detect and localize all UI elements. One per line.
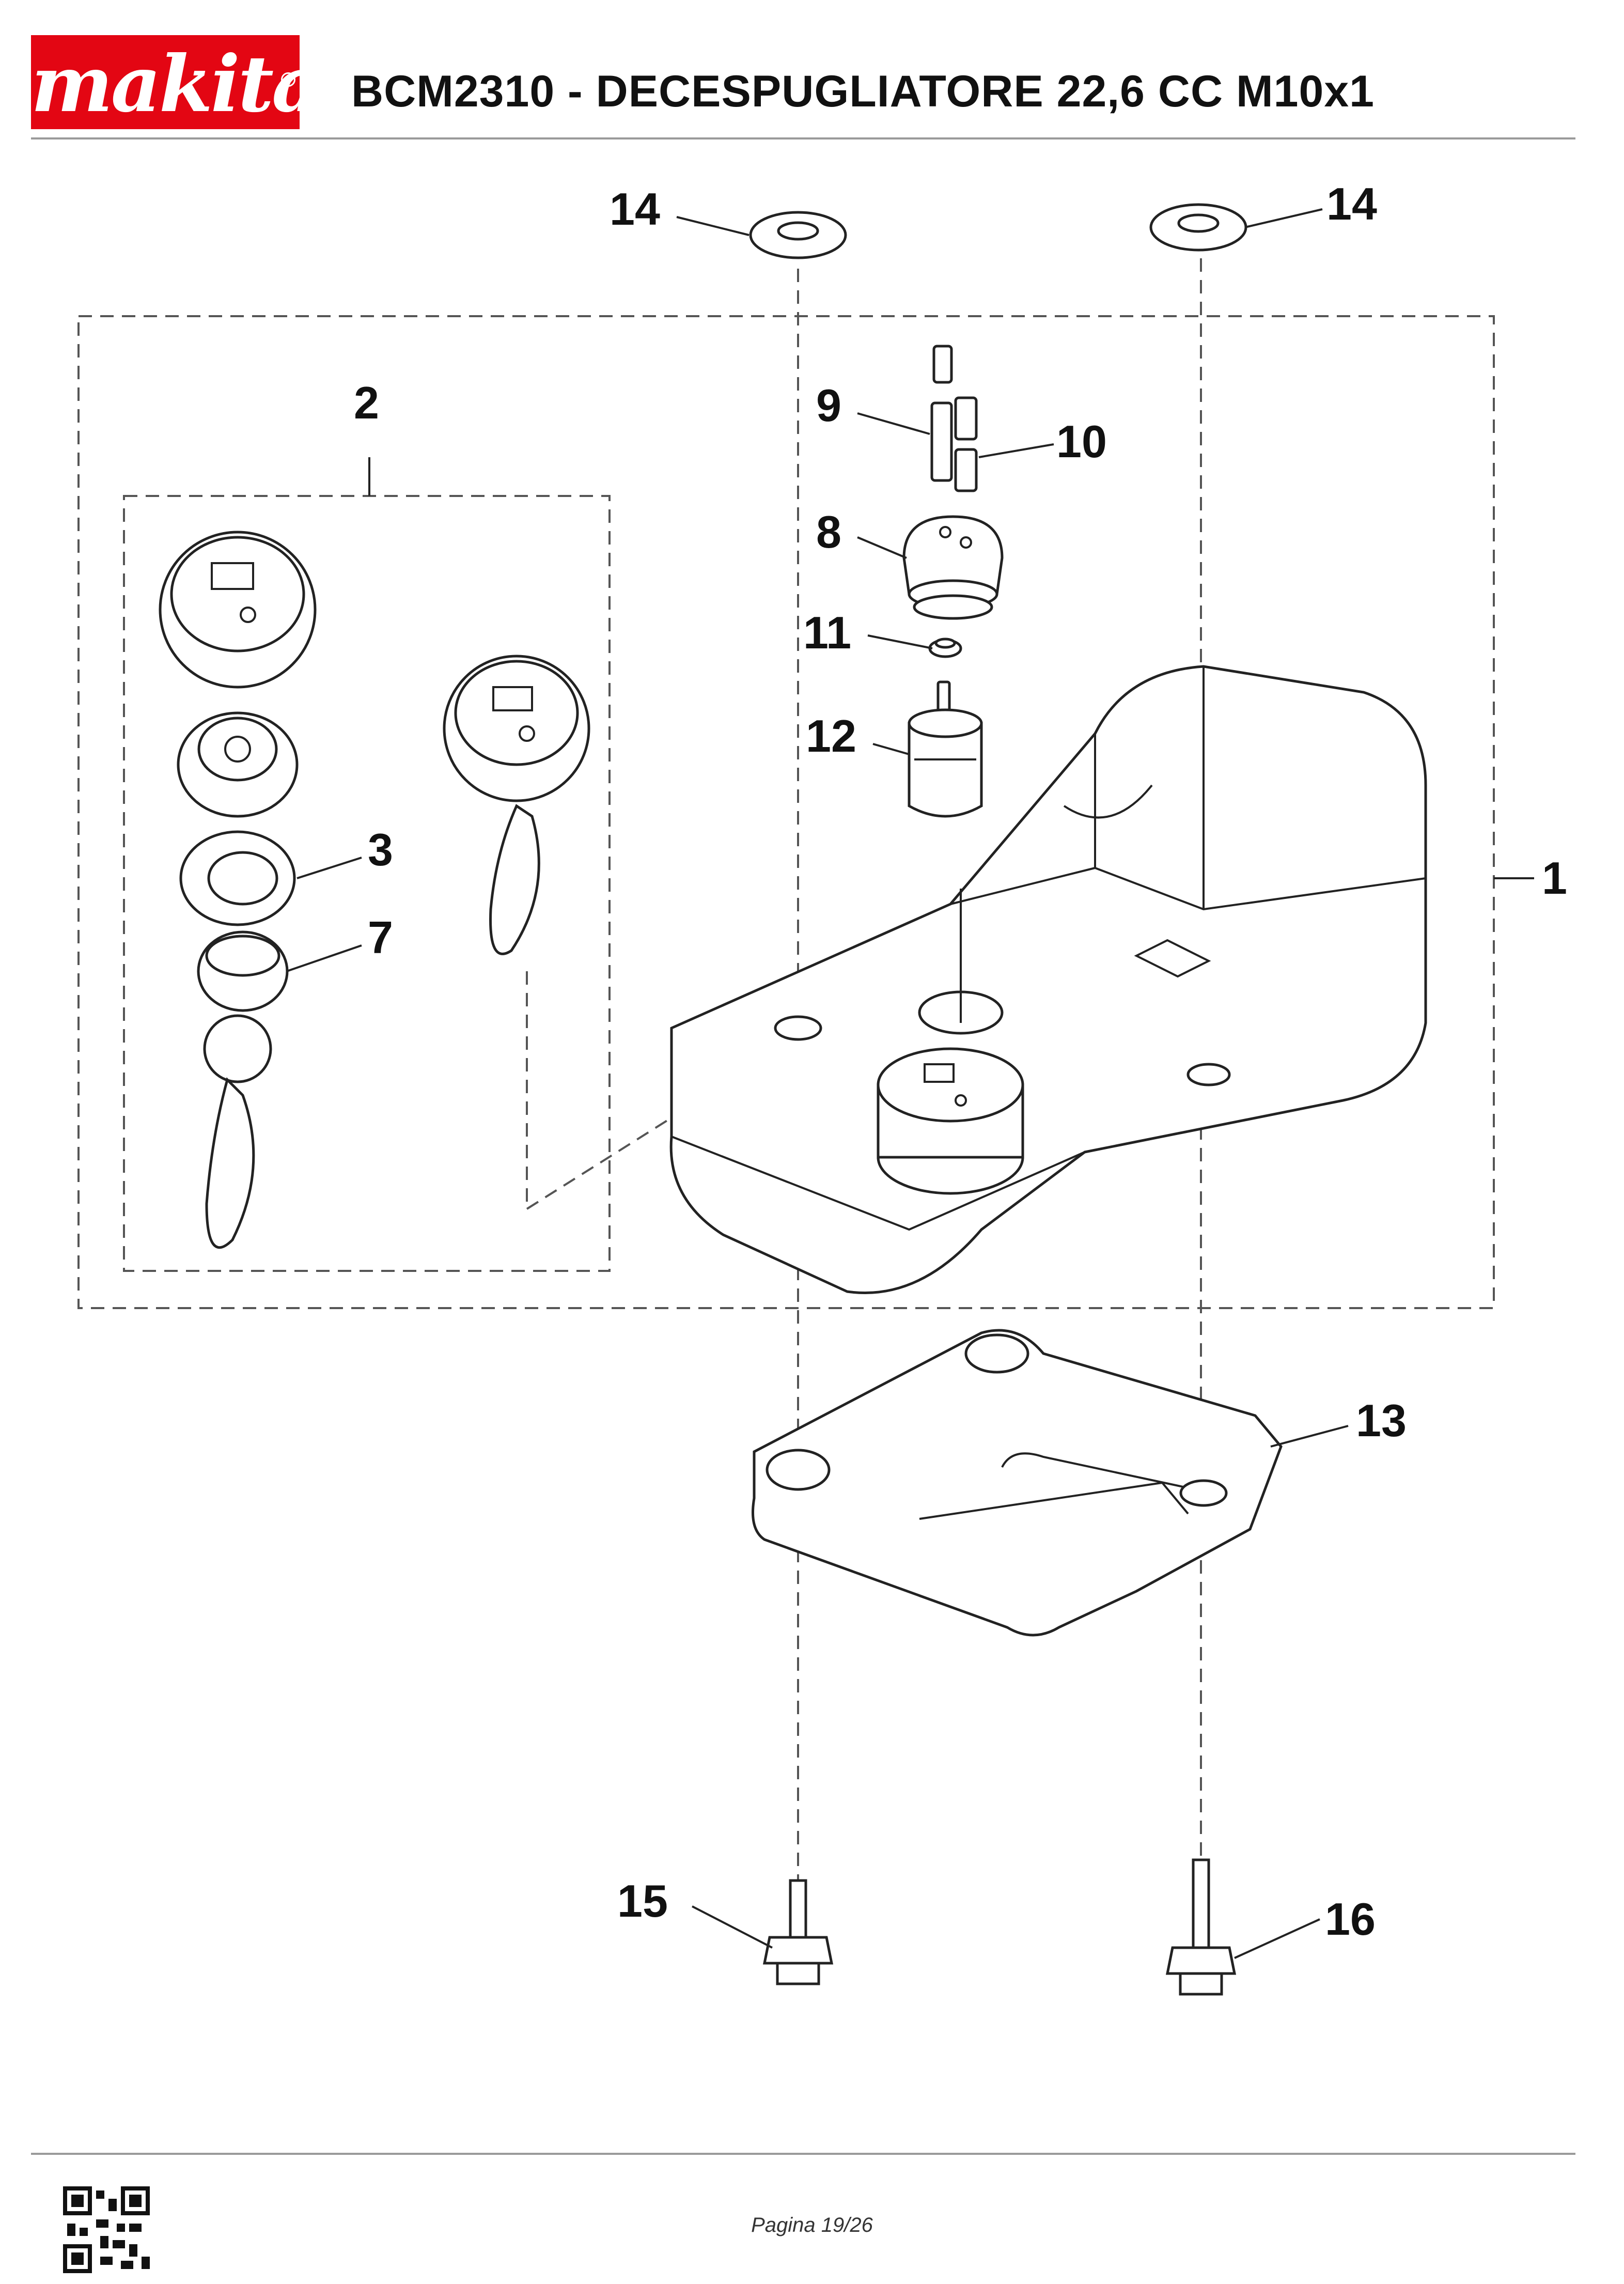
callout-14-right: 14 [1326,178,1377,229]
qr-code-icon [63,2186,150,2273]
clamp-ring-part-11 [928,638,962,658]
callout-8: 8 [816,506,841,557]
callout-13: 13 [1356,1395,1407,1446]
cap-strap-part-2 [203,1014,272,1249]
page-number: Pagina 19/26 [751,2214,873,2236]
washer-part-14-left [749,211,847,259]
leader-lines [286,208,1534,1959]
callout-15: 15 [617,1875,668,1926]
callout-1: 1 [1542,852,1567,904]
fuel-filter-part-12 [908,680,983,818]
fuel-cap-inner-part-2 [177,711,299,818]
callout-16: 16 [1325,1893,1376,1945]
header-divider [31,137,1575,139]
callout-9: 9 [816,380,841,431]
callout-2: 2 [354,377,379,428]
fuel-tube-part-9 [930,345,953,482]
washer-part-14-right [1149,203,1247,252]
fuel-cap-top-part-2 [159,531,317,689]
bolt-part-15 [762,1879,834,1985]
callout-3: 3 [368,824,393,875]
bracket-part-13 [752,1329,1283,1637]
fuel-tube-part-10 [954,396,978,492]
fuel-cap-on-tank [877,1047,1024,1195]
assembly-1-group-box [77,315,1495,1309]
fuel-cap-with-strap-part-2 [443,655,590,955]
callout-11: 11 [803,607,851,658]
logo-wordmark: makita [31,39,322,130]
gasket-part-3 [179,830,296,926]
makita-logo: makita [31,35,322,130]
grommet-part-8 [902,515,1004,620]
filter-part-7 [197,930,289,1012]
registered-mark-icon [281,72,295,87]
bolt-part-16 [1165,1858,1237,1996]
assembly-2-group-box [123,495,611,1272]
callout-7: 7 [368,912,393,963]
callout-12: 12 [806,710,856,762]
page-title: BCM2310 - DECESPUGLIATORE 22,6 CC M10x1 [351,67,1375,116]
callout-14-left: 14 [610,183,660,235]
callout-10: 10 [1056,416,1107,467]
fuel-tank-part-1 [669,665,1427,1294]
footer-divider [31,2153,1575,2155]
